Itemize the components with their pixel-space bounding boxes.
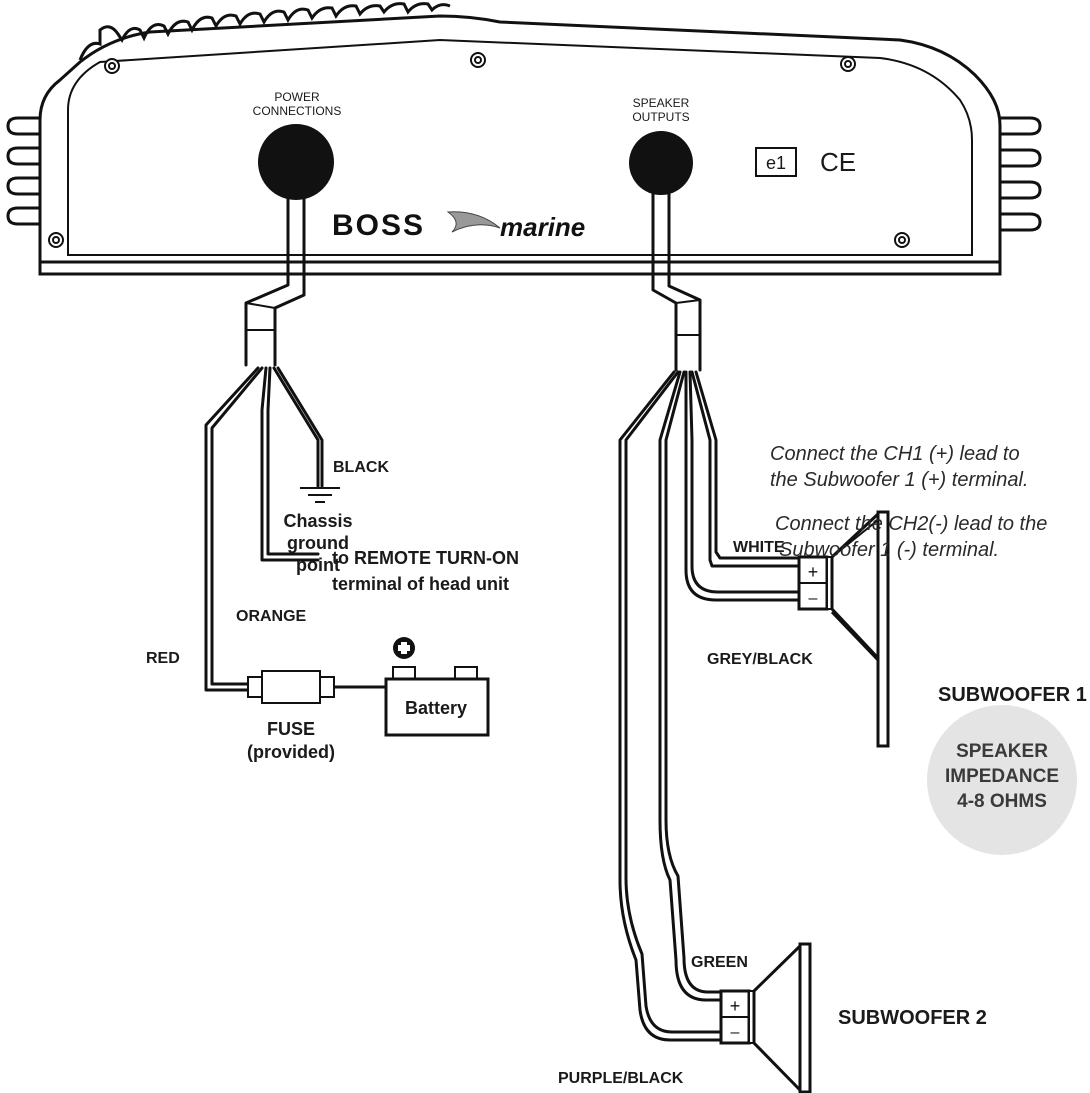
fuse-icon: [247, 670, 386, 704]
ch1-note-line2: the Subwoofer 1 (+) terminal.: [770, 469, 1028, 491]
chassis-ground-label-line2: ground: [287, 533, 349, 553]
boss-logo: BOSS: [332, 209, 425, 242]
chassis-ground-label-line1: Chassis: [283, 511, 352, 531]
subwoofer-1-plus: +: [808, 562, 819, 582]
ch2-note-line1: Connect the CH2(-) lead to the: [775, 513, 1047, 535]
ch2-note-line2: Subwoofer 1 (-) terminal.: [779, 539, 999, 561]
chassis-ground-label-line3: point: [296, 555, 340, 575]
red-wire: [204, 366, 260, 692]
left-heatsink-fins: [6, 116, 40, 226]
e1-mark-box: [755, 147, 797, 177]
power-cable: [244, 166, 306, 367]
grey-black-wire-label: GREY/BLACK: [707, 651, 813, 668]
speaker-cable: [651, 166, 702, 372]
subwoofer-2-minus: –: [731, 1024, 740, 1041]
remote-turn-on-label-line1: to REMOTE TURN-ON: [332, 548, 519, 568]
red-wire-label: RED: [146, 650, 180, 667]
white-wire-label: WHITE: [733, 539, 785, 556]
speaker-outputs-label-line2: OUTPUTS: [632, 110, 689, 124]
impedance-label-line3: 4-8 OHMS: [957, 791, 1047, 812]
amplifier: POWER CONNECTIONS SPEAKER OUTPUTS e1 CE …: [6, 2, 1042, 276]
subwoofer-2-label: SUBWOOFER 2: [838, 1007, 987, 1029]
e1-mark: e1: [766, 153, 786, 173]
subwoofer-2-plus: +: [730, 996, 741, 1016]
right-heatsink-fins: [1000, 116, 1042, 232]
marine-logo: marine: [500, 212, 585, 242]
speaker-grommet: [629, 131, 693, 195]
battery-label: Battery: [405, 698, 467, 718]
black-wire: [272, 366, 320, 488]
purple-black-wire-label: PURPLE/BLACK: [558, 1070, 684, 1087]
power-connections-label-line1: POWER: [274, 90, 320, 104]
power-grommet: [258, 124, 334, 200]
speaker-wires: [618, 370, 802, 1042]
ch1-note-line1: Connect the CH1 (+) lead to: [770, 443, 1020, 465]
amplifier-base-plate: [38, 260, 1002, 276]
orange-wire: [260, 366, 320, 562]
screw-icons: [48, 52, 910, 248]
battery-icon: [384, 637, 490, 737]
amplifier-front-panel: [67, 38, 973, 256]
green-wire: [658, 370, 724, 1002]
power-wires: [204, 366, 324, 692]
amplifier-body: [38, 14, 1002, 270]
remote-turn-on-label-line2: terminal of head unit: [332, 574, 509, 594]
subwoofer-1-minus: –: [809, 590, 818, 607]
subwoofer-2-icon: + –: [719, 942, 812, 1093]
ce-mark: CE: [820, 147, 856, 177]
purple-black-wire: [618, 370, 724, 1042]
subwoofer-1-label: SUBWOOFER 1: [938, 684, 1087, 706]
green-wire-label: GREEN: [691, 954, 748, 971]
impedance-label-line1: SPEAKER: [956, 741, 1048, 762]
impedance-label-line2: IMPEDANCE: [945, 766, 1059, 787]
power-connections-label-line2: CONNECTIONS: [253, 104, 342, 118]
orange-wire-label: ORANGE: [236, 608, 307, 625]
speaker-outputs-label-line1: SPEAKER: [633, 96, 690, 110]
ground-icon: [300, 487, 340, 503]
white-wire: [690, 370, 802, 568]
black-wire-label: BLACK: [333, 459, 389, 476]
logo-swoosh-icon: [446, 211, 501, 233]
amplifier-top-fins: [78, 2, 451, 61]
fuse-label-line2: (provided): [247, 742, 335, 762]
grey-black-wire: [684, 370, 802, 602]
subwoofer-1-icon: + –: [797, 510, 890, 748]
fuse-label-line1: FUSE: [267, 719, 315, 739]
impedance-badge: [927, 705, 1077, 855]
